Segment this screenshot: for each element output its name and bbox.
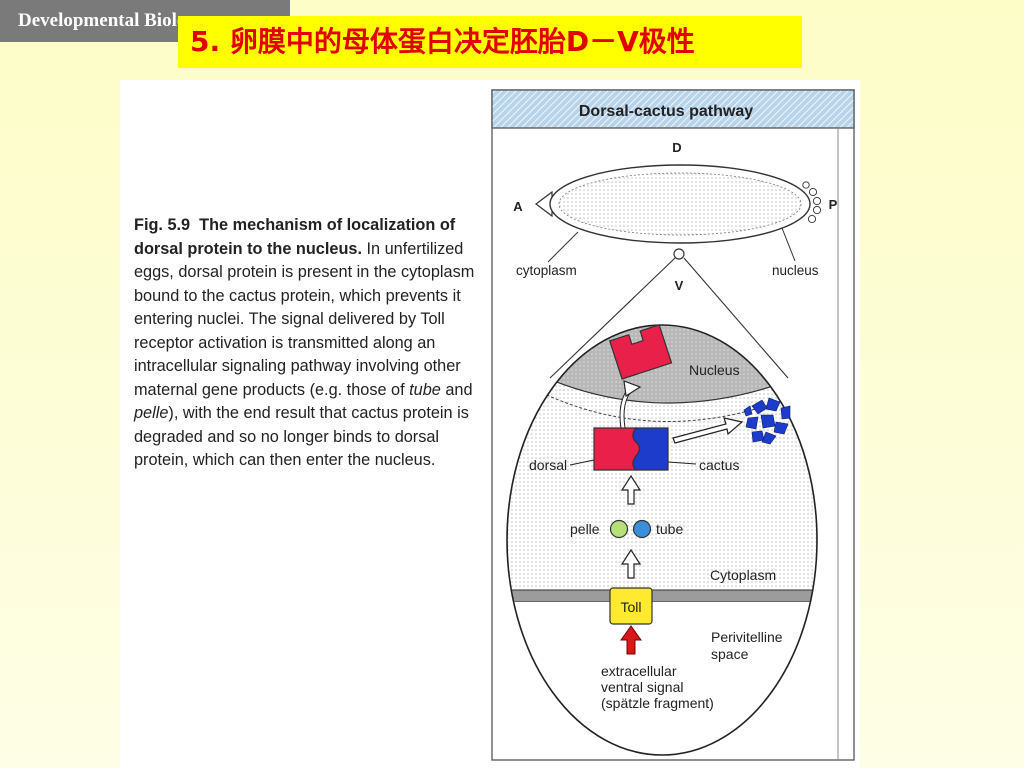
zoom-line-right — [683, 257, 789, 379]
arrow-toll-to-pelle — [620, 548, 642, 579]
magnified-outline — [506, 324, 818, 756]
diagram-header: Dorsal-cactus pathway — [579, 103, 753, 120]
axis-label-a: A — [513, 199, 523, 214]
cytoplasm-top-label: cytoplasm — [516, 263, 577, 278]
axis-label-p: P — [829, 197, 838, 212]
dorsal-leader — [569, 459, 595, 466]
embryo — [535, 164, 822, 260]
zoom-line-left — [549, 257, 676, 379]
cytoplasm-top-leader — [547, 231, 579, 263]
term-pelle: pelle — [134, 404, 169, 422]
caption-text-and: and — [440, 380, 473, 399]
cactus-protein — [632, 427, 669, 471]
dorsal-label: dorsal — [529, 457, 567, 473]
degraded-cactus — [743, 397, 791, 445]
figure-caption: Fig. 5.9 The mechanism of localization o… — [134, 214, 490, 473]
fig-heading: The mechanism of localization of dorsal … — [134, 216, 456, 258]
slide-title: 5. 卵膜中的母体蛋白决定胚胎D－V极性 — [178, 16, 802, 68]
axis-label-v: V — [675, 278, 684, 293]
dorsal-in-nucleus — [608, 324, 673, 380]
nucleus-top-leader — [781, 227, 796, 262]
arrow-pelle-to-complex — [620, 474, 642, 505]
toll-receptor — [609, 587, 653, 625]
caption-text-2: ), with the end result that cactus prote… — [134, 404, 469, 469]
fig-number: Fig. 5.9 — [134, 216, 191, 234]
caption-text-1: In unfertilized eggs, dorsal protein is … — [134, 239, 475, 399]
cactus-leader — [667, 461, 697, 465]
pelle-protein — [609, 519, 629, 539]
perivitelline-label-1: Perivitelline — [711, 629, 783, 645]
pelle-label: pelle — [570, 521, 600, 537]
tube-protein — [632, 519, 652, 539]
degradation-arrow — [672, 417, 744, 444]
axis-label-d: D — [672, 140, 681, 155]
cytoplasm-label: Cytoplasm — [710, 567, 776, 583]
nucleus-label: Nucleus — [689, 362, 740, 378]
ventral-signal-arrow — [620, 625, 642, 655]
dorsal-cactus-diagram: Dorsal-cactus pathway D A P V cytoplasm … — [491, 89, 855, 761]
signal-label-3: (spätzle fragment) — [601, 695, 714, 711]
toll-label: Toll — [620, 599, 641, 615]
diagram-header-band — [491, 89, 855, 129]
term-tube: tube — [409, 380, 441, 399]
nucleus-top-label: nucleus — [772, 263, 819, 278]
perivitelline-label-2: space — [711, 646, 749, 662]
cactus-label: cactus — [699, 457, 739, 473]
signal-label-1: extracellular — [601, 663, 677, 679]
signal-label-2: ventral signal — [601, 679, 684, 695]
membrane — [507, 590, 817, 602]
tube-label: tube — [656, 521, 683, 537]
